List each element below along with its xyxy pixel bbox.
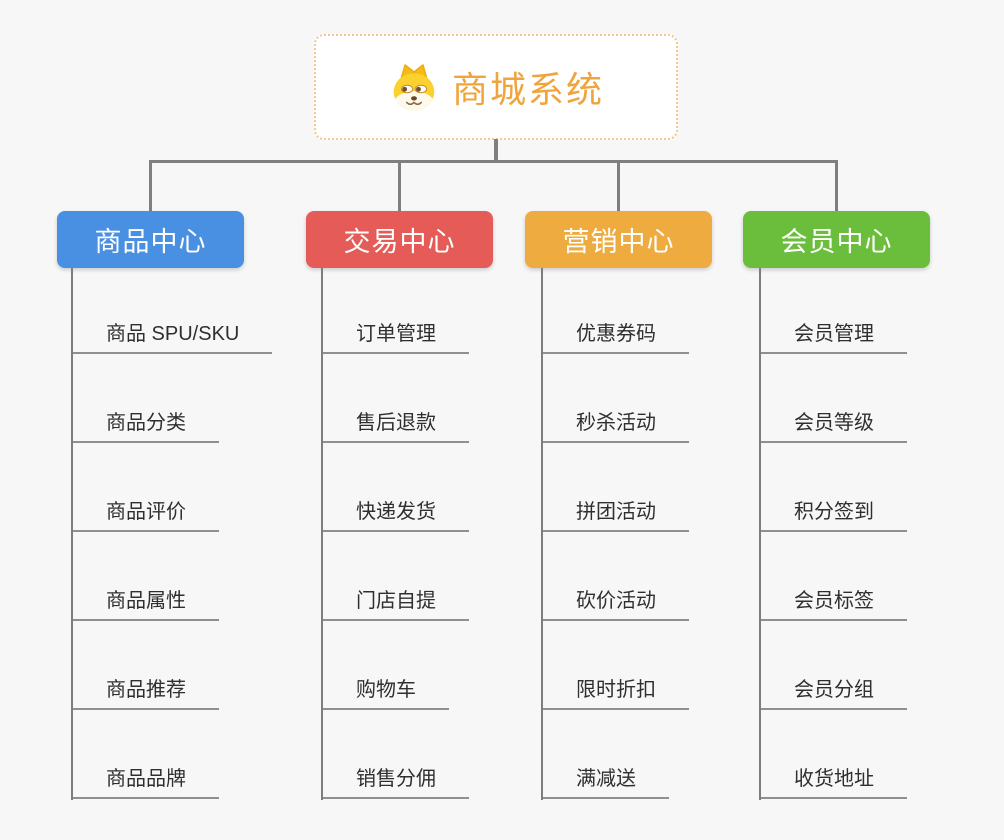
leaf-label: 会员等级 [794,412,874,434]
leaf-label: 门店自提 [356,590,436,612]
branch-node-marketing-center[interactable]: 营销中心 [525,211,712,268]
leaf-topic[interactable]: 秒杀活动 [543,354,689,443]
leaf-label: 订单管理 [356,323,436,345]
leaf-topic[interactable]: 商品品牌 [73,710,219,799]
connector-drop-trade [398,160,401,211]
leaf-label: 商品 SPU/SKU [106,323,240,345]
branch-label: 商品中心 [94,227,207,257]
leaf-topic[interactable]: 订单管理 [323,268,469,354]
branch-node-product-center[interactable]: 商品中心 [57,211,244,268]
leaf-topic[interactable]: 积分签到 [761,443,907,532]
root-title: 商城系统 [451,69,604,110]
branch-label: 营销中心 [562,227,675,257]
leaf-label: 商品品牌 [106,768,186,790]
leaf-topic[interactable]: 限时折扣 [543,621,689,710]
connector-drop-marketing [617,160,620,211]
leaf-topic[interactable]: 收货地址 [761,710,907,799]
leaf-label: 会员管理 [794,323,874,345]
leaf-topic[interactable]: 销售分佣 [323,710,469,799]
leaf-label: 商品分类 [106,412,186,434]
leaf-label: 积分签到 [794,501,874,523]
leaf-topic[interactable]: 会员管理 [761,268,907,354]
branch-label: 交易中心 [343,227,456,257]
leaf-label: 商品推荐 [106,679,186,701]
leaf-topic[interactable]: 优惠券码 [543,268,689,354]
leaf-topic[interactable]: 门店自提 [323,532,469,621]
leaf-label: 会员标签 [794,590,874,612]
leaf-topic[interactable]: 售后退款 [323,354,469,443]
leaf-label: 砍价活动 [576,590,656,612]
branch-column-marketing: 优惠券码 秒杀活动 拼团活动 砍价活动 限时折扣 满减送 [541,268,689,800]
branch-node-trade-center[interactable]: 交易中心 [306,211,493,268]
branch-column-trade: 订单管理 售后退款 快递发货 门店自提 购物车 销售分佣 [321,268,469,800]
connector-drop-member [835,160,838,211]
leaf-label: 商品评价 [106,501,186,523]
leaf-label: 限时折扣 [576,679,656,701]
leaf-topic[interactable]: 快递发货 [323,443,469,532]
leaf-label: 商品属性 [106,590,186,612]
leaf-topic[interactable]: 会员分组 [761,621,907,710]
leaf-label: 销售分佣 [356,768,436,790]
leaf-topic[interactable]: 购物车 [323,621,449,710]
leaf-label: 购物车 [356,679,416,701]
leaf-topic[interactable]: 会员等级 [761,354,907,443]
leaf-topic[interactable]: 商品分类 [73,354,219,443]
branch-column-member: 会员管理 会员等级 积分签到 会员标签 会员分组 收货地址 [759,268,907,800]
connector-drop-product [149,160,152,211]
leaf-label: 拼团活动 [576,501,656,523]
root-topic[interactable]: 商城系统 [314,34,678,140]
shiba-dog-icon [388,62,440,112]
branch-label: 会员中心 [780,227,893,257]
connector-root-stem [494,139,498,162]
connector-trunk [149,160,838,163]
leaf-topic[interactable]: 砍价活动 [543,532,689,621]
leaf-label: 会员分组 [794,679,874,701]
leaf-label: 收货地址 [794,768,874,790]
leaf-label: 快递发货 [356,501,436,523]
leaf-topic[interactable]: 会员标签 [761,532,907,621]
leaf-label: 售后退款 [356,412,436,434]
leaf-topic[interactable]: 商品 SPU/SKU [73,268,273,354]
leaf-topic[interactable]: 商品推荐 [73,621,219,710]
leaf-topic[interactable]: 拼团活动 [543,443,689,532]
branch-column-product: 商品 SPU/SKU 商品分类 商品评价 商品属性 商品推荐 商品品牌 [71,268,273,800]
leaf-label: 优惠券码 [576,323,656,345]
leaf-label: 满减送 [576,768,636,790]
branch-node-member-center[interactable]: 会员中心 [743,211,930,268]
leaf-topic[interactable]: 商品评价 [73,443,219,532]
leaf-topic[interactable]: 商品属性 [73,532,219,621]
leaf-label: 秒杀活动 [576,412,656,434]
leaf-topic[interactable]: 满减送 [543,710,669,799]
